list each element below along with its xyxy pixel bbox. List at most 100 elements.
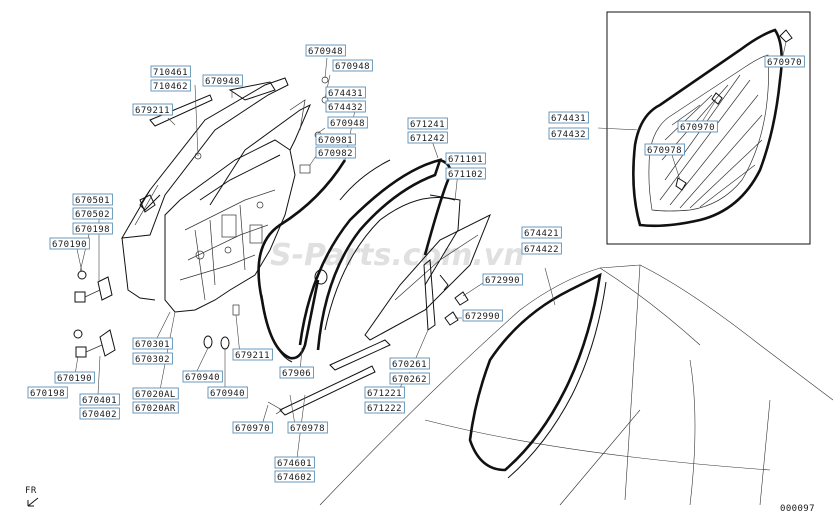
part-number-label: 674431 [328,89,363,99]
part-number-label: 674431 [551,114,586,124]
part-label-box [327,116,368,129]
part-label-box [482,273,523,286]
part-number-label: 670982 [318,149,353,159]
part-number-label: 670948 [308,47,343,57]
front-arrow-icon [27,497,39,507]
part-label-box [72,193,113,206]
front-label: FR [25,486,37,496]
door-glass-line [394,234,479,301]
part-label-box [332,59,373,72]
side-bolts [444,291,469,326]
part-label-box [315,133,356,146]
part-number-label: 671241 [410,120,445,130]
part-number-label: 670501 [75,196,110,206]
grommet [314,269,328,285]
door-inner-frame [149,81,311,313]
door-glass [364,213,491,341]
part-label-box [49,237,90,250]
glass-run-top [339,159,391,201]
part-label-box [364,401,405,414]
part-number-label: 67020AR [135,404,176,414]
part-label-box [274,470,315,483]
part-number-label: 674602 [277,473,312,483]
door-outer-panel [121,77,289,301]
part-number-label: 671221 [367,389,402,399]
part-label-box [325,86,366,99]
part-label-box [548,127,589,140]
inset-clip-mid [711,92,723,105]
part-label-box [150,65,191,78]
part-label-box [232,421,273,434]
part-label-box [644,143,685,156]
part-label-box [521,226,562,239]
body-weatherstrip-edge [507,281,607,479]
part-number-label: 670402 [82,410,117,420]
part-label-box [182,370,223,383]
part-number-label: 670262 [392,375,427,385]
part-label-box [132,387,179,400]
part-label-box [305,44,346,57]
inset-detail-box [606,11,811,245]
part-label-box [445,152,486,165]
part-label-box [462,309,503,322]
door-seal-inner-edge [261,294,293,363]
part-number-label: 672990 [485,276,520,286]
part-number-label: 710461 [153,68,188,78]
rear-channel-bracket [439,274,449,291]
part-label-box [364,386,405,399]
part-number-label: 674601 [277,459,312,469]
part-number-label: 670948 [335,62,370,72]
part-label-box [407,117,448,130]
part-label-box [279,366,314,379]
part-number-label: 670198 [30,389,65,399]
part-number-label: 679211 [135,106,170,116]
belt-molding-outer [329,339,391,371]
diagram-id: 000097 [780,504,815,514]
door-seal-inner [257,159,347,360]
part-number-label: 670940 [210,389,245,399]
part-number-label: 670261 [392,360,427,370]
belt-clip [267,401,283,415]
part-label-box [132,401,179,414]
part-number-label: 670190 [52,240,87,250]
part-number-label: 670978 [647,146,682,156]
part-label-box [132,103,173,116]
part-label-box [132,352,173,365]
part-number-label: 674432 [551,130,586,140]
part-number-label: 670970 [767,58,802,68]
part-number-label: 671242 [410,134,445,144]
part-number-label: 670190 [57,374,92,384]
lower-hinge [73,329,116,358]
part-number-label: 670970 [235,424,270,434]
part-number-label: 710462 [153,82,188,92]
part-label-box [72,207,113,220]
part-label-box [79,393,120,406]
part-label-box [54,371,95,384]
part-number-label: 670970 [680,123,715,133]
part-number-label: 674432 [328,103,363,113]
part-number-label: 671102 [448,170,483,180]
part-label-box [389,357,430,370]
part-number-label: 674421 [524,229,559,239]
part-number-label: 670301 [135,340,170,350]
part-label-box [325,100,366,113]
part-label-box [150,79,191,92]
part-number-label: 672990 [465,312,500,322]
part-label-box [445,167,486,180]
inset-clip-low [675,177,687,191]
part-label-box [407,131,448,144]
part-label-box [202,74,243,87]
part-number-label: 670198 [75,225,110,235]
part-number-label: 670981 [318,136,353,146]
part-label-box [315,146,356,159]
part-number-label: 670978 [290,424,325,434]
hole-plug-a [203,335,213,349]
part-number-label: 679211 [235,351,270,361]
part-label-box [232,348,273,361]
pad-small [299,164,311,174]
part-label-box [72,222,113,235]
part-number-label: 67906 [282,369,311,379]
